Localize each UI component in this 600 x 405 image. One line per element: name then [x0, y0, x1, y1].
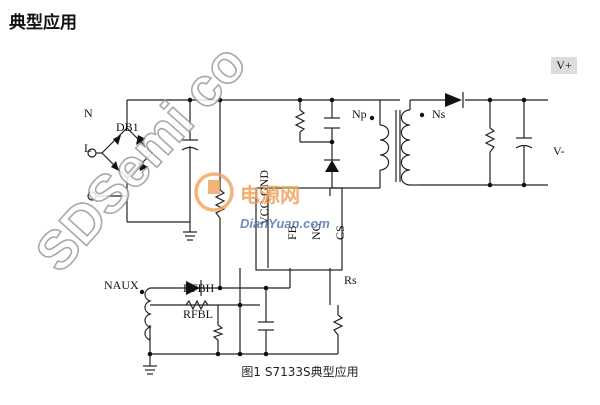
- logo-url-text: DianYuan.com: [240, 216, 330, 231]
- label-ns: Ns: [432, 107, 446, 121]
- pin-nc: NC: [309, 223, 323, 240]
- label-l: L: [84, 141, 91, 155]
- dianyuan-logo: 电源网 DianYuan.com: [194, 172, 330, 231]
- label-rfbl: RFBL: [183, 307, 213, 321]
- label-vplus: V+: [551, 57, 577, 74]
- wires: [126, 99, 548, 375]
- controller-ic: [255, 187, 343, 271]
- rfbl-resistor: [212, 324, 224, 341]
- output-capacitor: [515, 137, 533, 149]
- label-rfbh: RFBH: [183, 281, 215, 295]
- bulk-capacitor: [181, 139, 199, 151]
- pin-vcc: VCC: [257, 200, 271, 225]
- label-rs: Rs: [344, 273, 357, 287]
- rs-resistor: [332, 314, 344, 336]
- snubber-capacitor: [324, 117, 340, 129]
- snubber-diode: [324, 159, 340, 172]
- section-title: 典型应用: [9, 13, 77, 33]
- logo-cn-text: 电源网: [240, 184, 300, 207]
- ac-terminals: [87, 148, 97, 201]
- output-resistor: [484, 127, 496, 153]
- figure-caption: 图1 S7133S典型应用: [241, 365, 359, 379]
- transformer: [369, 100, 425, 186]
- plug-icon: [194, 172, 234, 212]
- startup-resistor: [214, 189, 226, 219]
- label-n: N: [84, 106, 93, 120]
- vcc-capacitor: [258, 321, 274, 331]
- label-np: Np: [352, 107, 367, 121]
- junction-dots: [147, 97, 527, 357]
- aux-winding: [144, 287, 152, 341]
- bridge-rectifier: [92, 127, 153, 197]
- ic-pin-labels: VCC GND FB NC CS: [257, 170, 347, 240]
- watermark-sdsemi: SDSemi co: [24, 33, 257, 283]
- output-diode: [445, 92, 464, 108]
- pin-gnd: GND: [257, 170, 271, 196]
- snubber-resistor: [294, 109, 306, 133]
- pin-fb: FB: [285, 225, 299, 240]
- aux-diode: [186, 280, 202, 296]
- label-db1: DB1: [116, 120, 139, 134]
- rfbh-resistor: [185, 299, 209, 311]
- pin-cs: CS: [333, 225, 347, 240]
- label-naux: NAUX: [104, 278, 139, 292]
- label-vminus: V-: [553, 144, 565, 158]
